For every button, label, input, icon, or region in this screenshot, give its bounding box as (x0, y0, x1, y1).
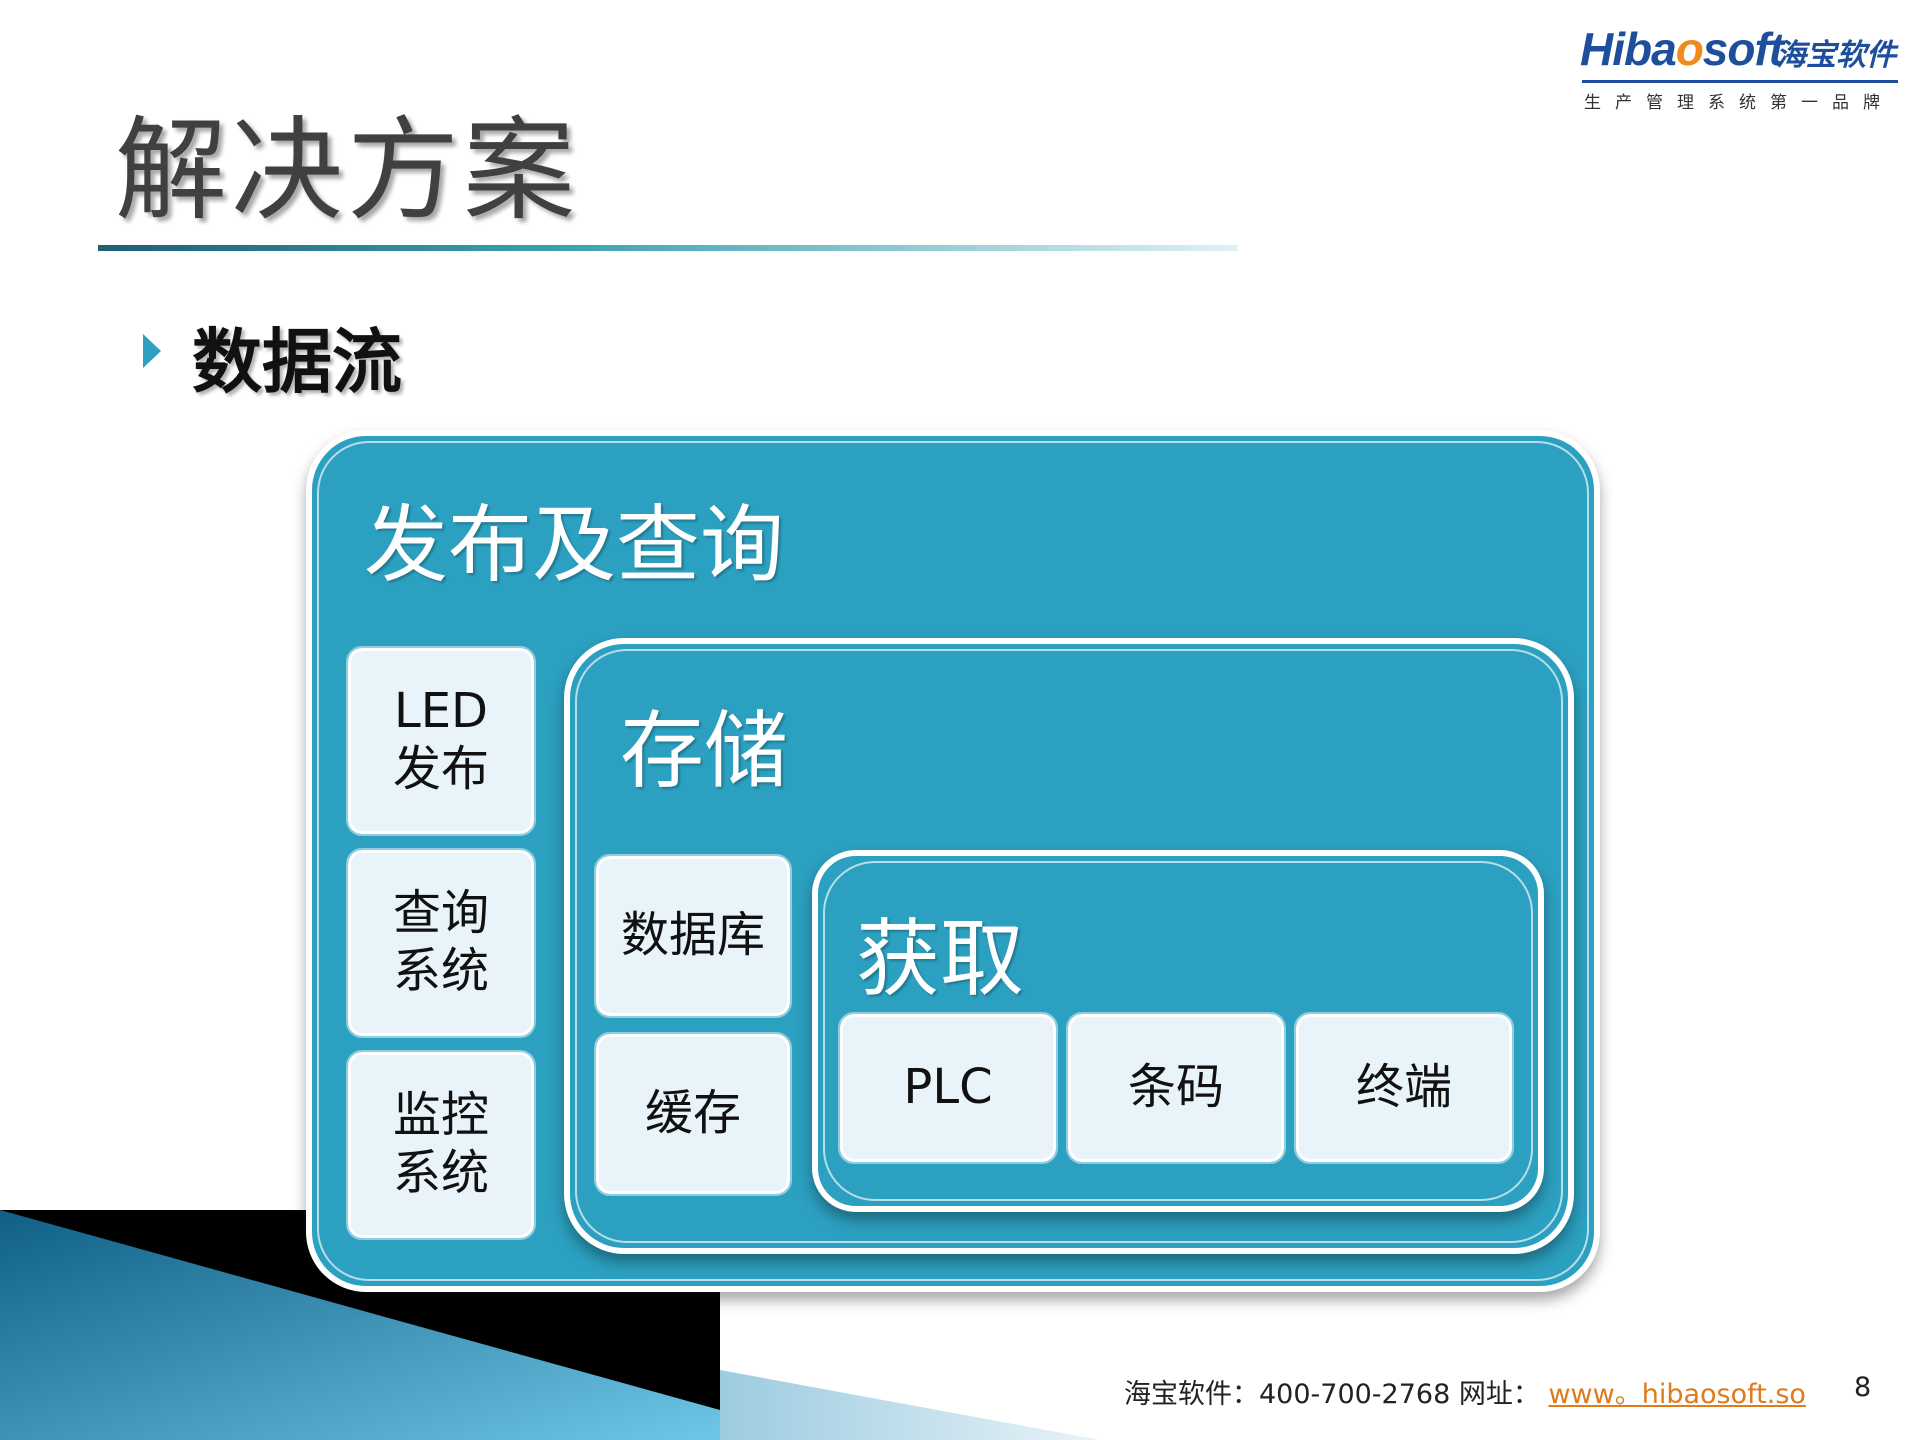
slide-title: 解决方案 (115, 106, 579, 236)
logo-slogan: 生产管理系统第一品牌 (1584, 93, 1894, 113)
panel-publish-query-label: 发布及查询 (364, 496, 785, 594)
brand-logo: Hibaosoft 海宝软件 生产管理系统第一品牌 (1560, 22, 1900, 113)
footer-url-link[interactable]: www。hibaosoft.so (1548, 1379, 1806, 1410)
footer-company: 海宝软件：400-700-2768 (1124, 1379, 1451, 1410)
footer-contact: 海宝软件：400-700-2768 网址： www。hibaosoft.so (1124, 1372, 1806, 1411)
bullet-heading: 数据流 (192, 321, 402, 403)
box-plc: PLC (838, 1012, 1058, 1164)
box-led-publish: LED 发布 (346, 646, 536, 836)
footer-site-label: 网址： (1458, 1379, 1540, 1410)
box-cache: 缓存 (594, 1032, 792, 1196)
title-underline (98, 245, 1238, 251)
box-query-system: 查询 系统 (346, 848, 536, 1038)
box-terminal: 终端 (1294, 1012, 1514, 1164)
bullet-arrow-icon (143, 334, 161, 368)
box-database: 数据库 (594, 854, 792, 1018)
box-barcode: 条码 (1066, 1012, 1286, 1164)
panel-acquire-label: 获取 (856, 910, 1025, 1008)
page-number: 8 (1854, 1372, 1872, 1403)
logo-wordmark: Hibaosoft (1580, 23, 1784, 75)
box-monitor-system: 监控 系统 (346, 1050, 536, 1240)
panel-storage-label: 存储 (620, 702, 789, 800)
logo-underline (1582, 80, 1898, 83)
logo-chinese-name: 海宝软件 (1776, 38, 1896, 73)
